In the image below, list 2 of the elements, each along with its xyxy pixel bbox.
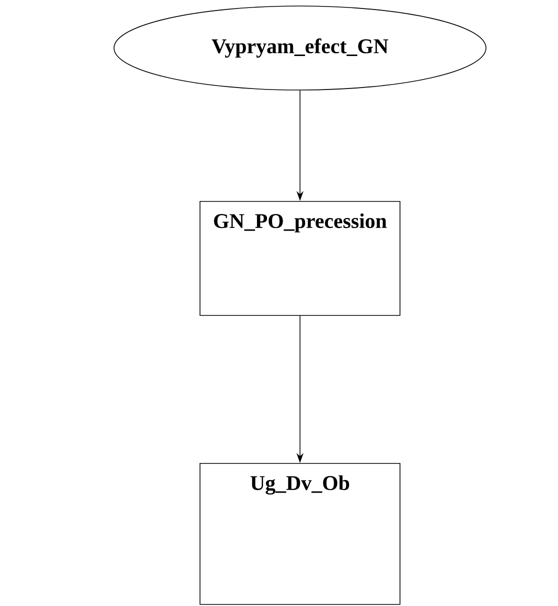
process-box: GN_PO_precession [200, 201, 400, 316]
process-box: Ug_Dv_Ob [200, 463, 400, 605]
